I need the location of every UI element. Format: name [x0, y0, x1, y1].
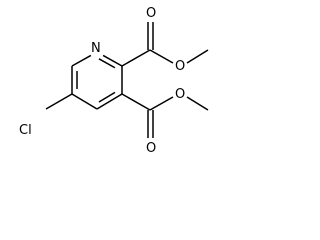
bond-carbonyl-oester — [149, 49, 174, 64]
bond-c4-c5 — [71, 93, 98, 110]
molecule-structure: Cl O O O O N — [19, 6, 209, 156]
bond-c5-cl — [45, 93, 73, 110]
bond-carbonyl-oester-lower — [149, 96, 174, 111]
atom-n: N — [91, 41, 101, 56]
bond-n-c2 — [102, 54, 123, 67]
bond-c6-n — [71, 54, 92, 67]
atom-o-upper-ester: O — [175, 59, 185, 74]
atom-cl: Cl — [19, 123, 32, 138]
structure-canvas: Cl O O O O N — [19, 6, 209, 156]
bond-oester-methyl-lower — [186, 96, 209, 111]
bond-c3-c4 — [96, 93, 123, 110]
upper-ester-group — [121, 22, 209, 67]
atom-o-upper-carbonyl: O — [146, 6, 156, 21]
pyridine-ring — [71, 54, 123, 110]
bond-c2-carbonyl — [121, 49, 151, 67]
bond-c3-carbonyl — [121, 93, 151, 111]
lower-ester-group — [121, 93, 209, 138]
double-bond-n-c2 — [98, 58, 116, 69]
bond-oester-methyl — [186, 49, 209, 64]
atom-o-lower-ester: O — [175, 87, 185, 102]
atom-o-lower-carbonyl: O — [146, 141, 156, 156]
double-bond-c3-c4 — [98, 91, 116, 103]
